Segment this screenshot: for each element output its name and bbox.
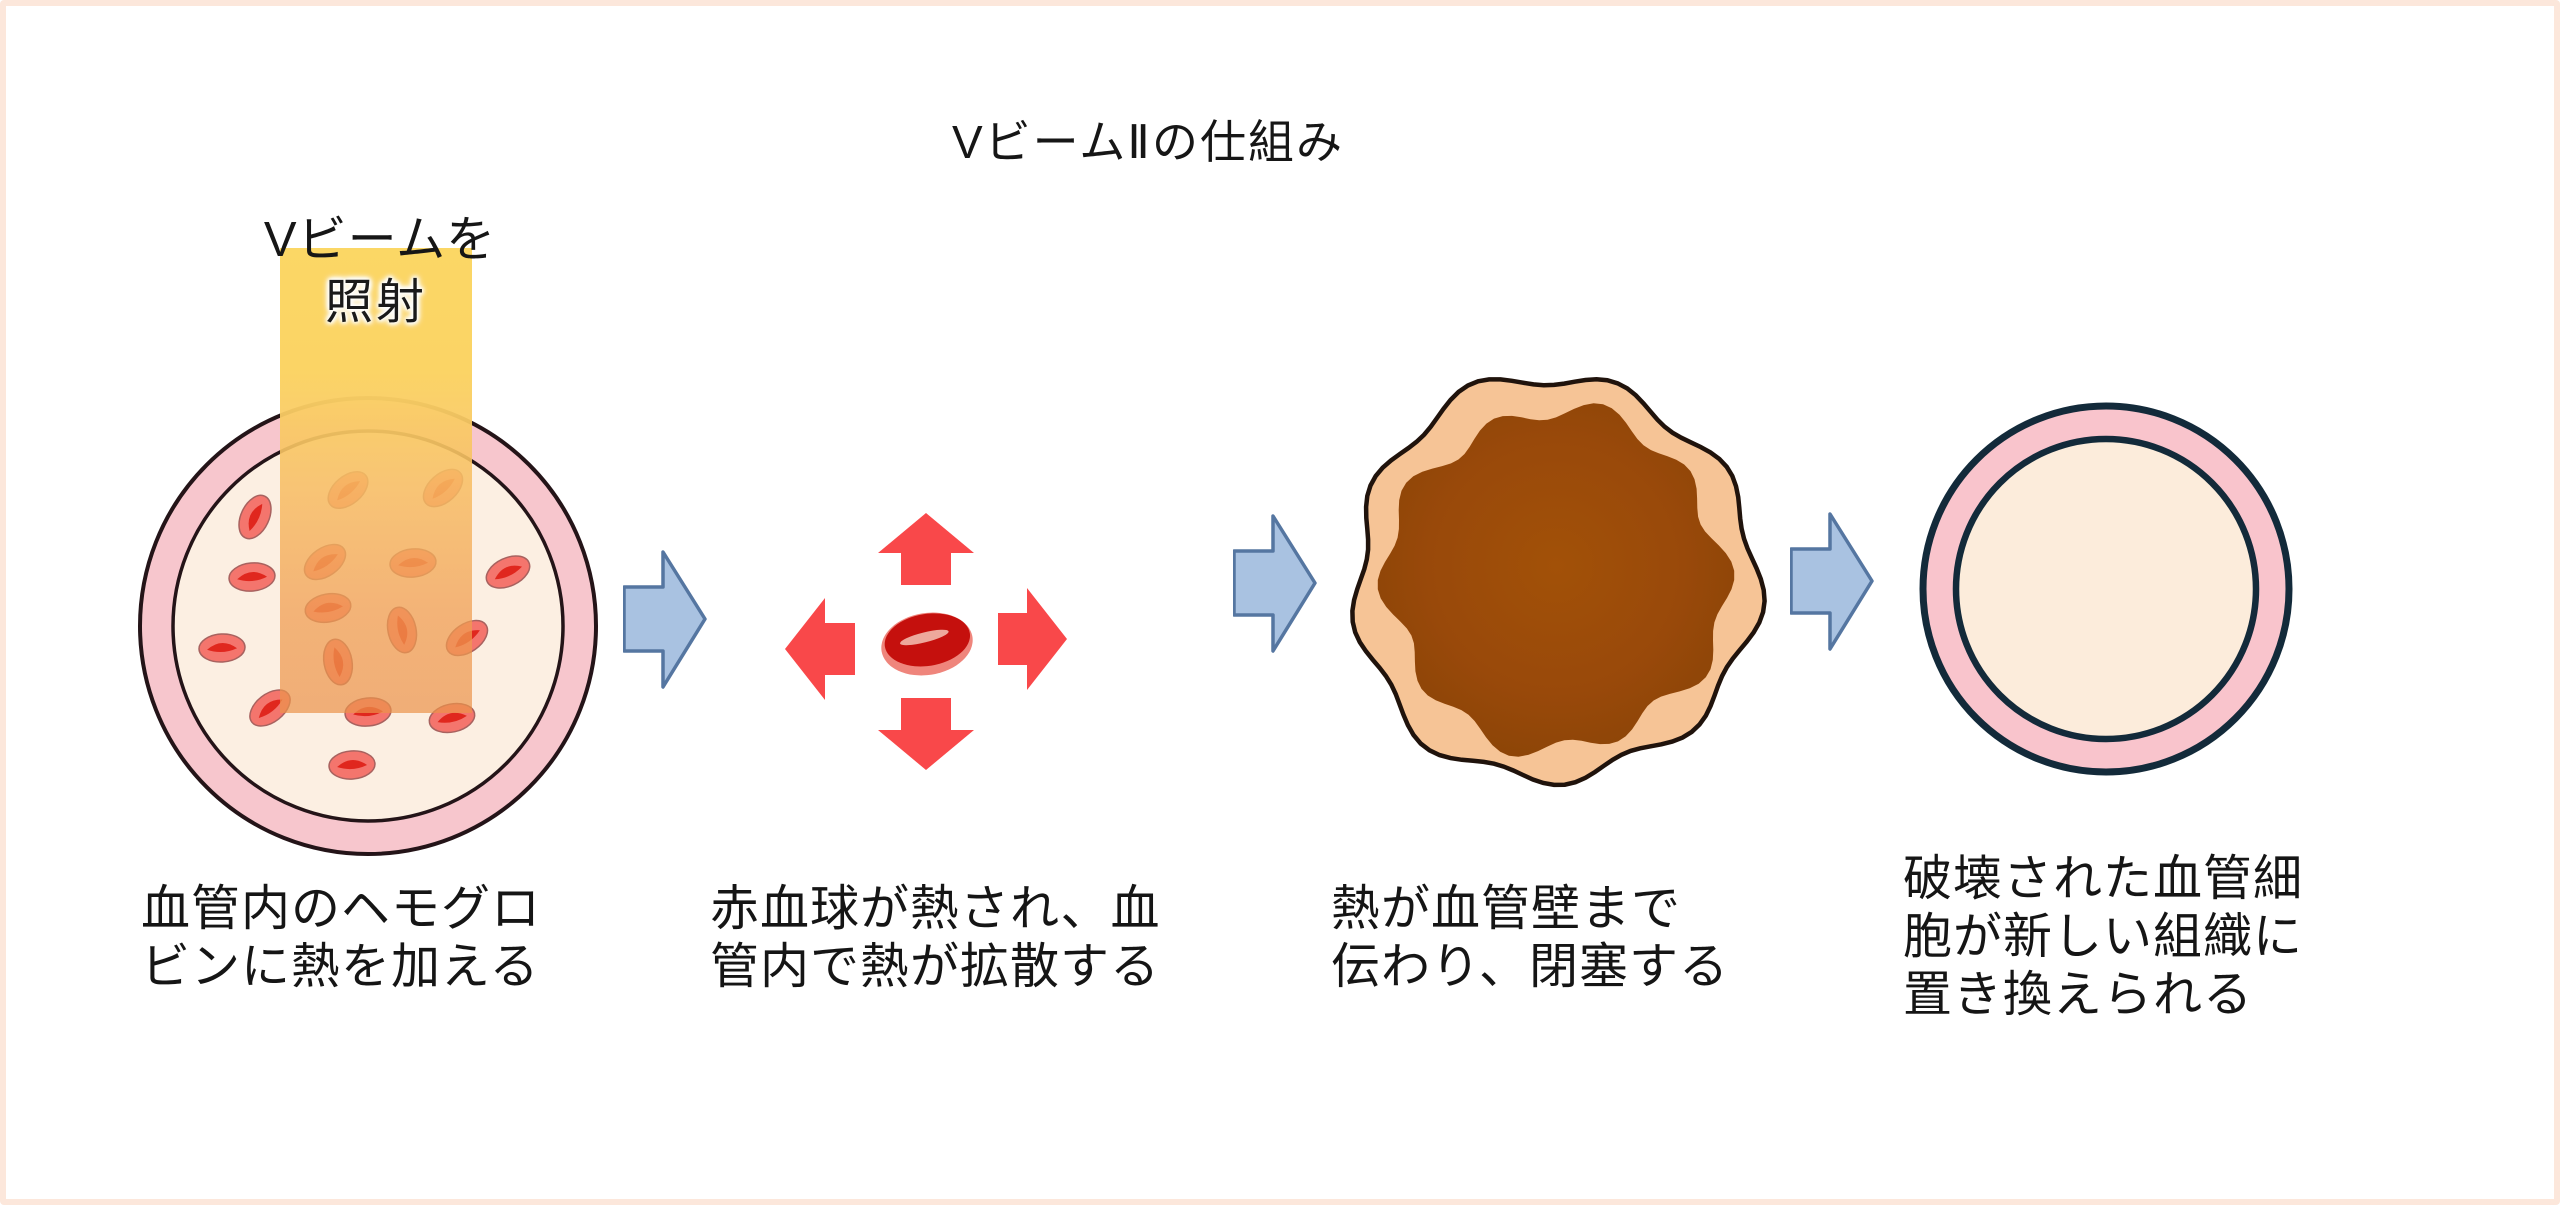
caption-line: 血管内のヘモグロ	[141, 882, 542, 936]
flow-arrow-right-icon	[1790, 512, 1874, 651]
stage2-caption: 赤血球が熱され、血 管内で熱が拡散する	[710, 880, 1161, 996]
heat-arrow-down-icon	[878, 698, 974, 770]
stage3-caption: 熱が血管壁まで 伝わり、閉塞する	[1331, 880, 1729, 996]
red-blood-cell	[485, 555, 531, 589]
caption-line: 置き換えられる	[1903, 968, 2254, 1022]
stage4-caption: 破壊された血管細 胞が新しい組織に 置き換えられる	[1903, 850, 2303, 1024]
occluded-vessel-illustration	[1350, 376, 1767, 788]
beam-label: Vビームを	[263, 213, 497, 267]
healed-vessel-illustration	[1919, 402, 2293, 776]
heat-arrow-right-icon	[998, 588, 1067, 690]
flow-arrow-right-icon	[1233, 514, 1317, 653]
heat-arrow-up-icon	[878, 513, 974, 585]
red-blood-cell	[238, 494, 272, 540]
flow-arrow-shape	[623, 550, 707, 689]
healed-vessel-lumen	[1952, 435, 2260, 743]
beam-irradiate-label: 照射	[324, 276, 427, 329]
caption-line: 赤血球が熱され、血	[710, 882, 1161, 936]
occluded-vessel-core	[1377, 403, 1735, 757]
red-blood-cell	[228, 562, 276, 592]
caption-line: 破壊された血管細	[1903, 852, 2304, 906]
caption-line: 管内で熱が拡散する	[710, 940, 1161, 994]
flow-arrow-shape	[1790, 512, 1874, 651]
caption-line: 胞が新しい組織に	[1903, 910, 2304, 964]
caption-line: ビンに熱を加える	[141, 940, 540, 994]
stage1-caption: 血管内のヘモグロ ビンに熱を加える	[141, 880, 541, 996]
heated-red-blood-cell	[881, 612, 973, 676]
heat-arrow-left-icon	[785, 598, 855, 700]
red-blood-cell	[328, 750, 376, 780]
flow-arrow-shape	[1233, 514, 1317, 653]
laser-beam	[280, 248, 472, 713]
caption-line: 熱が血管壁まで	[1331, 882, 1682, 936]
caption-line: 伝わり、閉塞する	[1331, 940, 1730, 994]
flow-arrow-right-icon	[623, 550, 707, 689]
heat-spread-illustration	[785, 513, 1067, 770]
red-blood-cell	[198, 633, 246, 663]
diagram-title: VビームⅡの仕組み	[952, 116, 1344, 168]
